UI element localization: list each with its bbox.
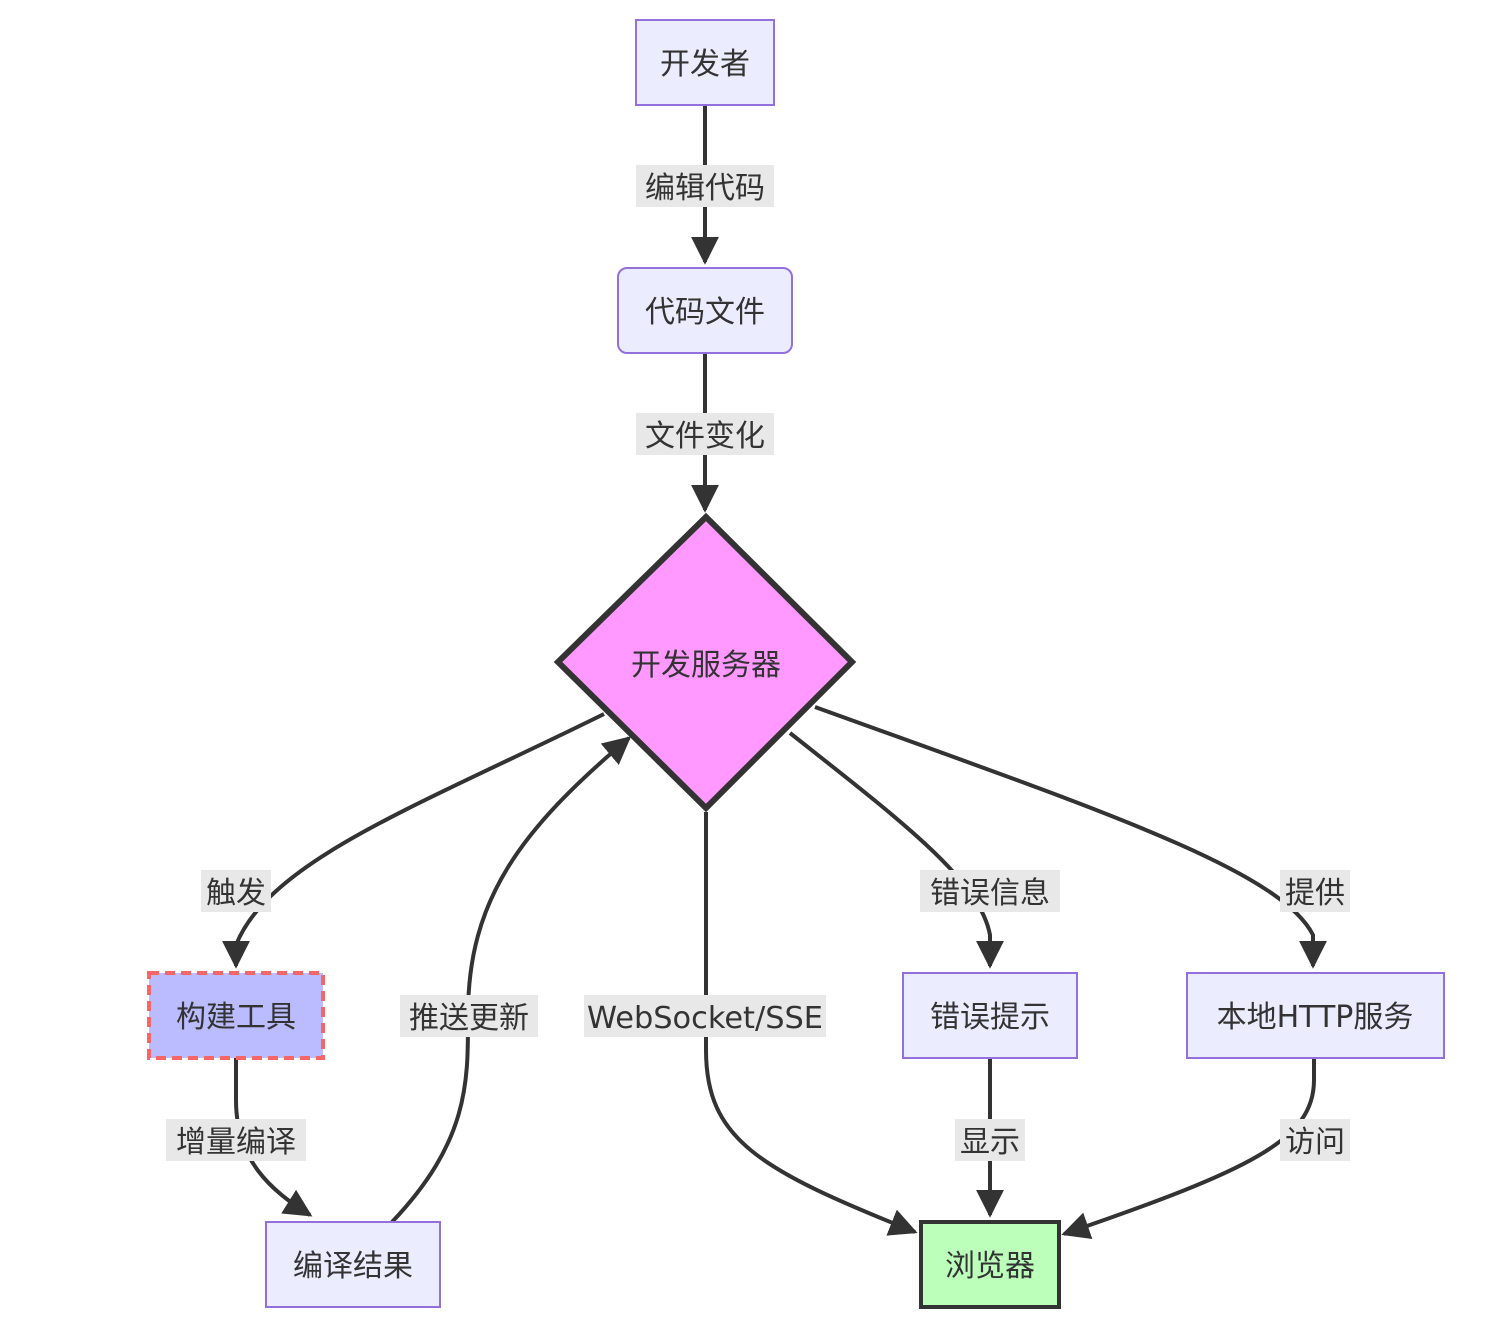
edge-label-push-update-text: 推送更新 — [409, 1001, 529, 1036]
edge-label-visit-text: 访问 — [1285, 1125, 1345, 1160]
node-code-files-label: 代码文件 — [645, 295, 765, 330]
edge-label-edit-code-text: 编辑代码 — [645, 171, 765, 206]
node-build-tool[interactable]: 构建工具 — [147, 971, 325, 1060]
edge-label-visit: 访问 — [1280, 1119, 1350, 1161]
edge-label-edit-code: 编辑代码 — [636, 165, 774, 207]
edge-label-incremental-compile-text: 增量编译 — [176, 1125, 296, 1160]
node-build-tool-label: 构建工具 — [176, 1000, 296, 1035]
node-http-service[interactable]: 本地HTTP服务 — [1186, 972, 1445, 1059]
edge-label-display-text: 显示 — [960, 1125, 1020, 1160]
node-compile-result-label: 编译结果 — [293, 1249, 413, 1284]
edge-provide — [814, 705, 1327, 969]
node-error-prompt[interactable]: 错误提示 — [902, 972, 1078, 1059]
edge-label-file-change: 文件变化 — [636, 413, 774, 455]
edge-label-websocket: WebSocket/SSE — [584, 995, 826, 1037]
edge-incremental-compile — [234, 1058, 313, 1217]
edge-label-push-update: 推送更新 — [400, 995, 538, 1037]
edge-label-display: 显示 — [955, 1119, 1025, 1161]
node-http-service-label: 本地HTTP服务 — [1217, 1000, 1414, 1035]
edge-label-trigger-text: 触发 — [206, 876, 266, 911]
edge-visit — [1061, 1058, 1316, 1240]
edge-label-error-info: 错误信息 — [920, 870, 1060, 912]
edge-trigger — [222, 712, 605, 969]
node-code-files[interactable]: 代码文件 — [617, 267, 793, 354]
edge-label-provide: 提供 — [1280, 870, 1350, 912]
edge-label-provide-text: 提供 — [1285, 876, 1345, 911]
node-developer[interactable]: 开发者 — [635, 19, 775, 106]
node-error-prompt-label: 错误提示 — [930, 1000, 1050, 1035]
node-browser[interactable]: 浏览器 — [919, 1220, 1061, 1309]
node-dev-server[interactable]: 开发服务器 — [553, 512, 857, 813]
edge-label-websocket-text: WebSocket/SSE — [587, 1001, 823, 1036]
node-developer-label: 开发者 — [660, 47, 750, 82]
edge-label-incremental-compile: 增量编译 — [166, 1119, 306, 1161]
node-browser-label: 浏览器 — [945, 1249, 1035, 1284]
edge-error-info — [788, 731, 1004, 969]
edge-push-update — [390, 736, 632, 1224]
node-dev-server-label: 开发服务器 — [631, 648, 781, 683]
edge-label-error-info-text: 错误信息 — [930, 876, 1050, 911]
node-compile-result[interactable]: 编译结果 — [265, 1221, 441, 1308]
edge-label-trigger: 触发 — [201, 870, 271, 912]
edge-label-file-change-text: 文件变化 — [645, 419, 765, 454]
edge-websocket — [704, 812, 918, 1236]
